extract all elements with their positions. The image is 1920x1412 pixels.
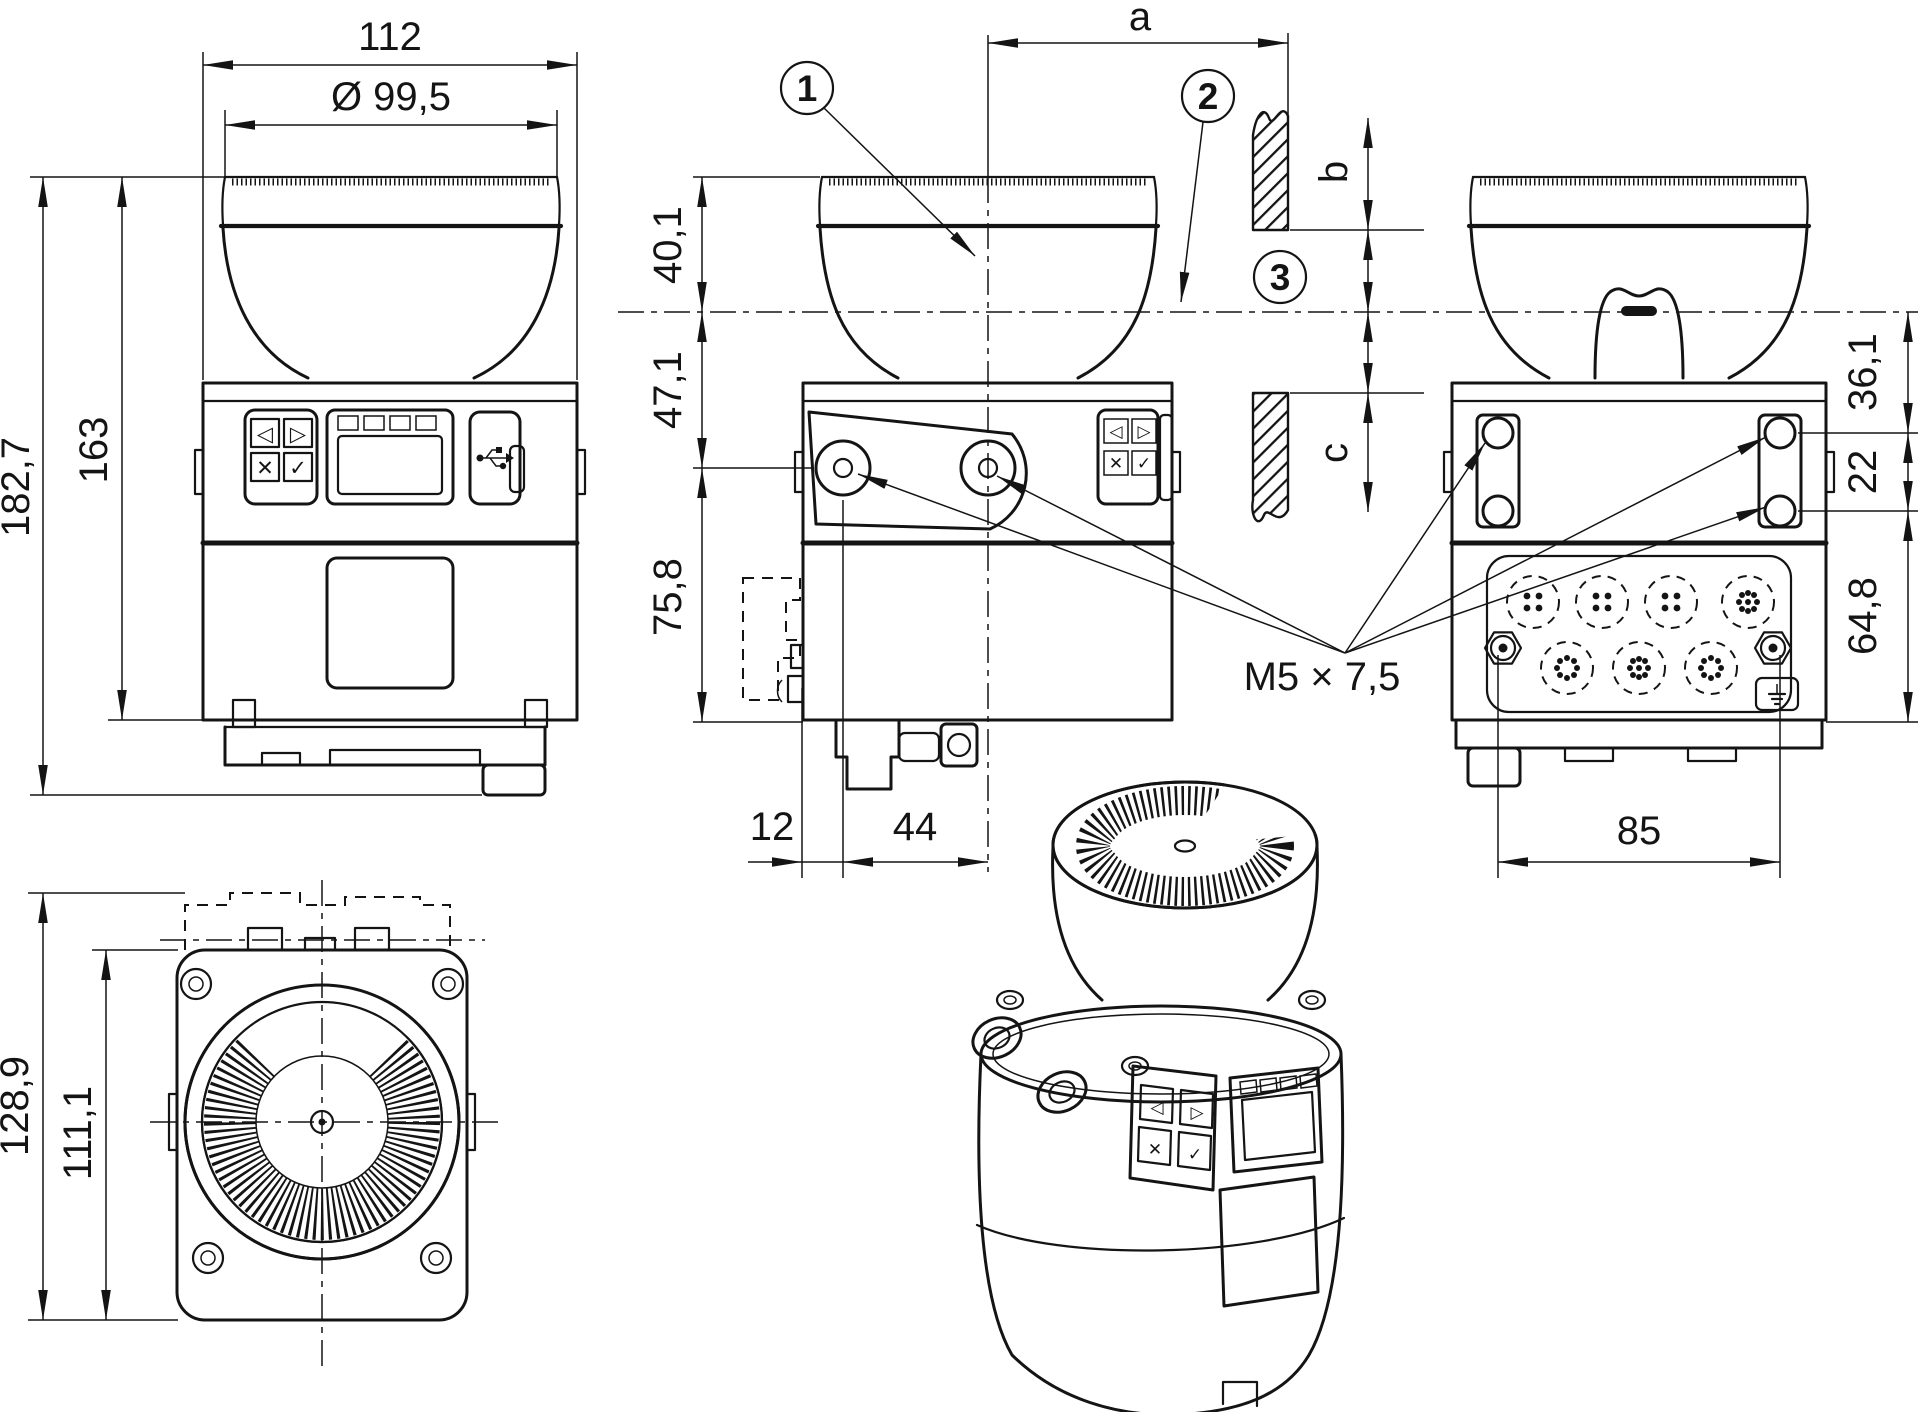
dim-scan-to-hole: 36,1 [1841, 333, 1885, 411]
front-base [223, 698, 549, 797]
nav-right-icon: ▷ [290, 422, 307, 446]
dim-dome-diameter: Ø 99,5 [331, 75, 451, 119]
nav-right-icon: ▷ [1137, 422, 1151, 442]
side-view: ◁ ▷ ✕ ✓ [742, 175, 1182, 791]
confirm-icon: ✓ [1188, 1145, 1202, 1165]
dim-hole-spacing-v: 22 [1841, 450, 1885, 495]
side-control-panel: ◁ ▷ ✕ ✓ [1096, 408, 1174, 506]
dim-front-width: 112 [358, 15, 422, 59]
iso-label-plate [1218, 1175, 1320, 1308]
iso-display [1228, 1066, 1324, 1174]
dim-hole-spacing-h: 85 [1617, 809, 1662, 853]
front-usb-port [468, 410, 526, 506]
plate-screw [1483, 631, 1523, 665]
confirm-icon: ✓ [289, 456, 307, 480]
nav-left-icon: ◁ [1109, 422, 1123, 442]
front-control-panel: ◁ ▷ ✕ ✓ [243, 408, 319, 506]
rear-view [1442, 175, 1836, 788]
dimensions: 112 Ø 99,5 163 182,7 40,1 47,1 75,8 a 12… [0, 0, 1918, 1321]
dim-hole-to-base: 64,8 [1841, 577, 1885, 655]
svg-text:3: 3 [1270, 257, 1291, 298]
bracket-cross-section [1251, 110, 1424, 523]
dim-mount-to-bottom: 75,8 [646, 558, 690, 636]
side-mount-bracket [807, 410, 1028, 531]
front-display [325, 408, 455, 506]
scan-plane-centerline [618, 35, 1918, 872]
callout-1: 1 [779, 60, 976, 257]
thread-note: M5 × 7,5 [857, 436, 1767, 699]
confirm-icon: ✓ [1137, 454, 1151, 474]
cancel-icon: ✕ [1109, 454, 1123, 474]
isometric-view: ◁ ▷ ✕ ✓ [971, 762, 1346, 1412]
front-label-plate [325, 556, 455, 690]
callout-3: 3 [1252, 249, 1308, 305]
rear-cable-channel [1593, 287, 1685, 380]
dim-height-total: 182,7 [0, 437, 38, 537]
dim-mount-to-center: 44 [893, 805, 938, 849]
dim-a: a [1129, 0, 1152, 39]
dim-c: c [1312, 443, 1356, 463]
top-corner-screws [179, 967, 465, 1275]
top-center-target [150, 880, 500, 1372]
dim-height-device: 163 [72, 417, 116, 484]
nav-right-icon: ▷ [1190, 1103, 1204, 1123]
connector-pins [1523, 590, 1760, 681]
svg-text:2: 2 [1198, 76, 1219, 117]
nav-left-icon: ◁ [257, 422, 274, 446]
cancel-icon: ✕ [1148, 1140, 1162, 1160]
dim-scan-to-mount: 47,1 [646, 351, 690, 429]
dim-depth-body: 111,1 [56, 1086, 100, 1180]
front-view: ◁ ▷ ✕ ✓ [193, 175, 587, 797]
svg-text:1: 1 [797, 68, 818, 109]
rear-base [1454, 720, 1824, 788]
rear-connector-plate [1483, 554, 1800, 714]
usb-icon [476, 447, 514, 470]
side-system-plug-outline [742, 577, 805, 704]
callout-2: 2 [1179, 68, 1236, 303]
side-bottom-connectors [834, 720, 979, 791]
iso-control-panel: ◁ ▷ ✕ ✓ [1128, 1064, 1218, 1192]
thread-note-text: M5 × 7,5 [1244, 655, 1401, 699]
iso-mount-bosses [971, 1016, 1088, 1114]
nav-left-icon: ◁ [1150, 1098, 1164, 1118]
plate-screw [1753, 631, 1793, 665]
top-view [150, 880, 500, 1372]
iso-rim-screws [995, 989, 1327, 1077]
dim-depth-total: 128,9 [0, 1056, 37, 1156]
rear-mount-brackets [1475, 413, 1803, 529]
cancel-icon: ✕ [256, 456, 274, 480]
dim-edge-offset: 12 [750, 805, 795, 849]
dim-top-to-scan: 40,1 [646, 206, 690, 284]
dim-b: b [1312, 161, 1356, 183]
